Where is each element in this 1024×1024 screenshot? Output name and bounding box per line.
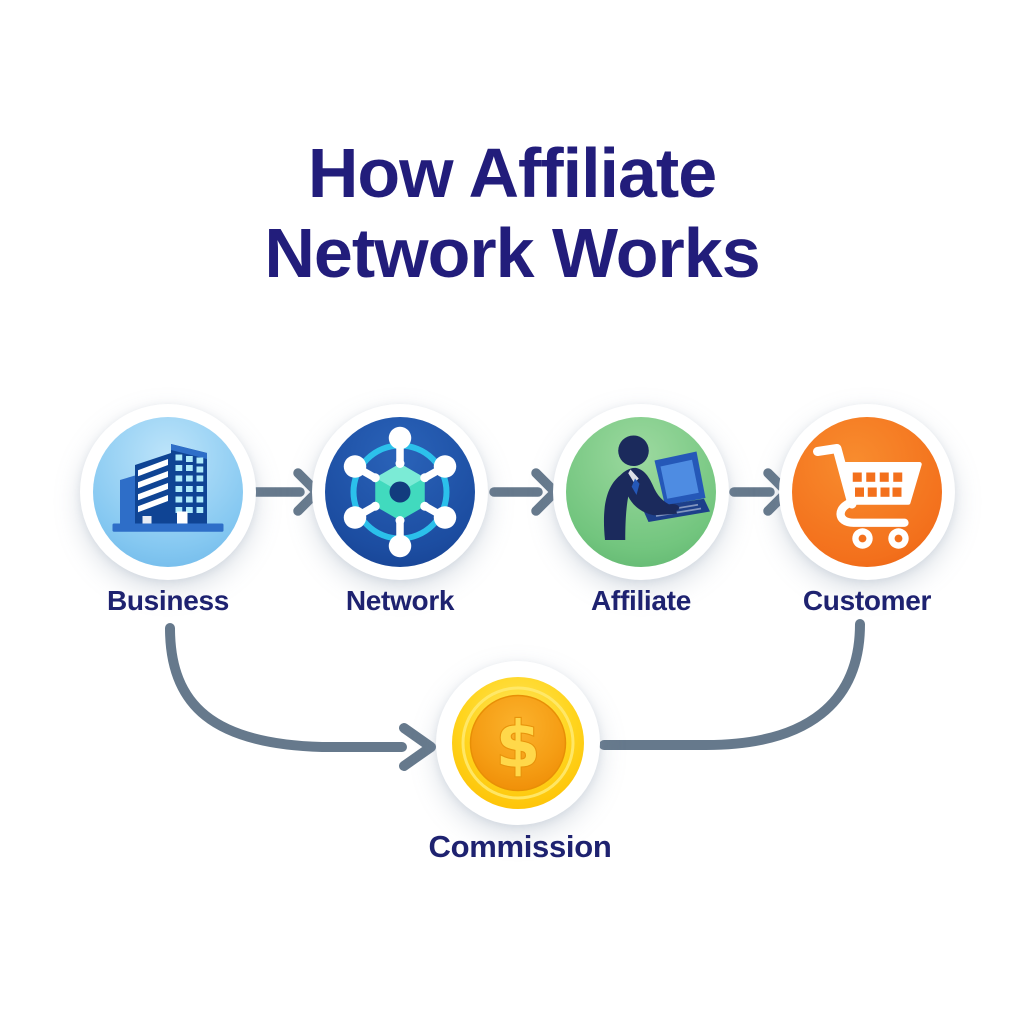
business-circle (93, 417, 243, 567)
affiliate-label: Affiliate (591, 585, 691, 616)
customer-circle (792, 417, 942, 567)
flow-node-affiliate (553, 404, 729, 580)
person-laptop-icon (603, 435, 710, 540)
network-circle-halo (312, 404, 488, 580)
business-to-commission-arrow-head (399, 723, 436, 771)
flow-node-commission: $ (436, 661, 600, 825)
flow-node-network (312, 404, 488, 580)
commission-label: Commission (428, 829, 612, 864)
network-hub-icon (343, 426, 457, 558)
flow-node-business (80, 404, 256, 580)
office-building-icon (112, 444, 224, 532)
business-label: Business (106, 585, 230, 616)
flow-node-customer (779, 404, 955, 580)
customer-to-commission-curve (599, 619, 865, 750)
network-circle (325, 417, 475, 567)
affiliate-circle (566, 417, 716, 567)
affiliate-circle-halo (553, 404, 729, 580)
business-circle-halo (80, 404, 256, 580)
page-title-line2: Network Works (264, 213, 760, 292)
network-label: Network (345, 585, 455, 616)
shopping-cart-icon (813, 444, 922, 549)
page-title: How Affiliate Network Works (0, 134, 1024, 294)
business-to-commission-curve (165, 623, 407, 752)
customer-label: Customer (802, 585, 932, 616)
commission-circle-halo: $ (436, 661, 600, 825)
dollar-coin-icon: $ (452, 677, 584, 809)
dollar-sign: $ (496, 709, 541, 783)
customer-circle-halo (779, 404, 955, 580)
page-title-line1: How Affiliate (307, 134, 717, 212)
